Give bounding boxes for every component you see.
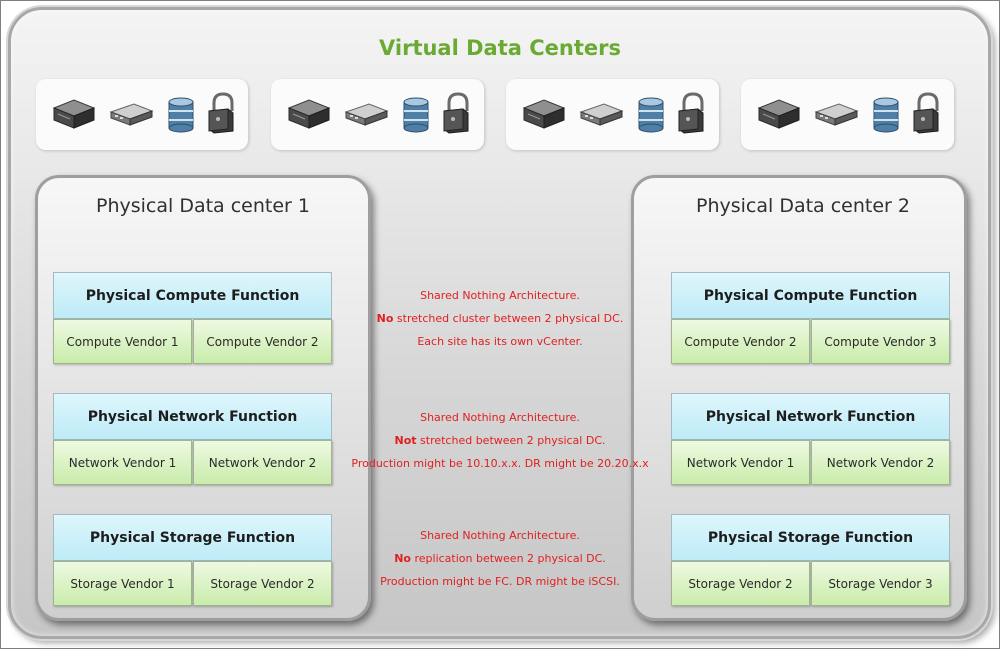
function-header: Physical Network Function xyxy=(671,393,950,440)
server-icon xyxy=(52,99,96,129)
vendor-box: Network Vendor 2 xyxy=(193,440,332,485)
lock-icon xyxy=(443,92,469,134)
note-line: Production might be FC. DR might be iSCS… xyxy=(380,575,620,588)
virtual-dc-1 xyxy=(36,79,248,150)
storage-icon xyxy=(873,97,899,133)
note-line: Shared Nothing Architecture. xyxy=(420,289,580,302)
storage-icon xyxy=(403,97,429,133)
network-note: Shared Nothing Architecture. Not stretch… xyxy=(340,406,660,475)
function-header: Physical Network Function xyxy=(53,393,332,440)
note-line: Not stretched between 2 physical DC. xyxy=(340,429,660,452)
virtual-dc-3 xyxy=(506,79,719,150)
dc2-compute-function: Physical Compute Function Compute Vendor… xyxy=(671,272,950,364)
switch-icon xyxy=(814,103,859,126)
lock-icon xyxy=(913,92,939,134)
vendor-box: Compute Vendor 1 xyxy=(53,319,192,364)
dc2-network-function: Physical Network Function Network Vendor… xyxy=(671,393,950,485)
vendor-box: Storage Vendor 1 xyxy=(53,561,192,606)
vendor-box: Storage Vendor 3 xyxy=(811,561,950,606)
function-header: Physical Storage Function xyxy=(53,514,332,561)
note-line: Production might be 10.10.x.x. DR might … xyxy=(351,457,649,470)
physical-dc-1-title: Physical Data center 1 xyxy=(96,195,310,217)
vendor-box: Network Vendor 1 xyxy=(671,440,810,485)
note-line: Each site has its own vCenter. xyxy=(417,335,583,348)
function-header: Physical Storage Function xyxy=(671,514,950,561)
vendor-box: Compute Vendor 2 xyxy=(671,319,810,364)
storage-note: Shared Nothing Architecture. No replicat… xyxy=(340,524,660,593)
note-emphasis: No xyxy=(394,552,411,565)
function-header: Physical Compute Function xyxy=(53,272,332,319)
dc1-network-function: Physical Network Function Network Vendor… xyxy=(53,393,332,485)
switch-icon xyxy=(109,103,154,126)
virtual-dc-2 xyxy=(271,79,484,150)
switch-icon xyxy=(344,103,389,126)
vendor-box: Storage Vendor 2 xyxy=(671,561,810,606)
vendor-box: Compute Vendor 2 xyxy=(193,319,332,364)
note-text: replication between 2 physical DC. xyxy=(410,552,606,565)
note-line: No replication between 2 physical DC. xyxy=(340,547,660,570)
vendor-box: Compute Vendor 3 xyxy=(811,319,950,364)
physical-dc-2-title: Physical Data center 2 xyxy=(696,195,910,217)
storage-icon xyxy=(638,97,664,133)
server-icon xyxy=(287,99,331,129)
note-text: stretched between 2 physical DC. xyxy=(416,434,606,447)
note-emphasis: No xyxy=(376,312,394,325)
diagram-title: Virtual Data Centers xyxy=(379,36,621,60)
dc1-storage-function: Physical Storage Function Storage Vendor… xyxy=(53,514,332,606)
virtual-dc-4 xyxy=(741,79,954,150)
vendor-box: Network Vendor 1 xyxy=(53,440,192,485)
function-header: Physical Compute Function xyxy=(671,272,950,319)
note-line: Shared Nothing Architecture. xyxy=(420,529,580,542)
dc1-compute-function: Physical Compute Function Compute Vendor… xyxy=(53,272,332,364)
note-text: stretched cluster between 2 physical DC. xyxy=(393,312,624,325)
dc2-storage-function: Physical Storage Function Storage Vendor… xyxy=(671,514,950,606)
storage-icon xyxy=(168,97,194,133)
lock-icon xyxy=(208,92,234,134)
lock-icon xyxy=(678,92,704,134)
vendor-box: Storage Vendor 2 xyxy=(193,561,332,606)
server-icon xyxy=(522,99,566,129)
note-line: Shared Nothing Architecture. xyxy=(420,411,580,424)
note-line: No stretched cluster between 2 physical … xyxy=(340,307,660,330)
note-emphasis: Not xyxy=(394,434,417,447)
server-icon xyxy=(757,99,801,129)
switch-icon xyxy=(579,103,624,126)
vendor-box: Network Vendor 2 xyxy=(811,440,950,485)
compute-note: Shared Nothing Architecture. No stretche… xyxy=(340,284,660,353)
